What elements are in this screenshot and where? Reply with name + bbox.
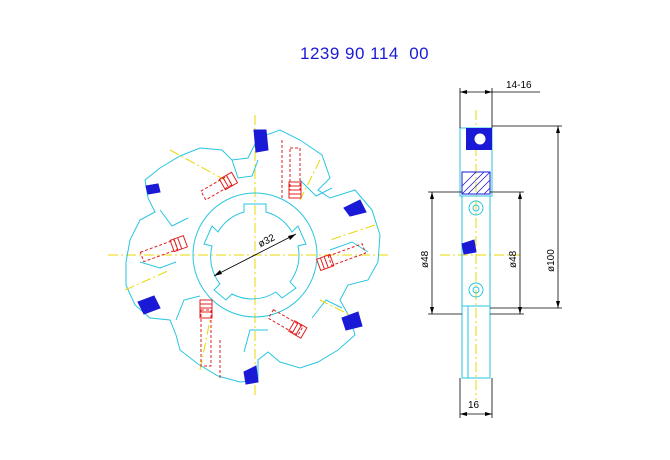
- arrow-head: [460, 412, 467, 416]
- arrow-head: [485, 90, 492, 94]
- pocket-outline-1: [231, 159, 259, 179]
- screw-5: [199, 299, 213, 367]
- hub-left-label: ø48: [420, 250, 431, 268]
- arrow-head: [430, 192, 434, 199]
- lower-side-body: [461, 305, 491, 379]
- side-insert-mid: [461, 239, 477, 255]
- side-screw-lower: [468, 282, 484, 298]
- pocket-outline-6: [175, 295, 201, 321]
- arrow-head: [518, 307, 522, 314]
- arrow-head: [288, 234, 296, 240]
- guide-line: [299, 159, 321, 201]
- side-screw-lower-inner: [472, 286, 480, 294]
- insert-2: [343, 199, 367, 217]
- insert-3: [341, 311, 363, 331]
- side-screw-upper: [468, 200, 484, 216]
- outer-diameter-label: ø100: [546, 249, 557, 272]
- guide-line: [329, 224, 376, 241]
- insert-5: [137, 295, 161, 315]
- guide-line: [199, 319, 211, 371]
- arrow-head: [556, 126, 560, 133]
- screw-6: [139, 234, 189, 263]
- insert-1: [253, 129, 269, 153]
- pocket-outline-4: [311, 299, 343, 319]
- arrow-head: [214, 270, 222, 276]
- bore-dimension-label: ø32: [257, 232, 278, 250]
- pocket-outline-2: [299, 179, 333, 197]
- arrow-head: [460, 90, 467, 94]
- guide-line: [169, 149, 226, 181]
- guide-line: [124, 269, 171, 291]
- arrow-head: [485, 412, 492, 416]
- screw-2: [200, 171, 239, 201]
- front-view: ø32: [108, 115, 388, 395]
- hatching: [461, 171, 491, 195]
- arrow-head: [430, 307, 434, 314]
- side-insert-screw-icon: [473, 132, 487, 146]
- hub-right-label: ø48: [508, 250, 519, 268]
- width-top-label: 14-16: [506, 80, 532, 91]
- hub-circle: [192, 192, 318, 318]
- pocket-outline-3: [329, 241, 369, 253]
- bore-dimension-line: [213, 233, 297, 277]
- bore-with-keyways: [203, 203, 307, 301]
- screw-3: [315, 243, 367, 272]
- pocket-outline-8: [159, 209, 189, 227]
- screw-1: [288, 147, 302, 199]
- side-screw-upper-inner: [472, 204, 480, 212]
- screw-4: [267, 308, 308, 339]
- part-number-title: 1239 90 114 00: [300, 44, 430, 63]
- insert-6: [145, 183, 161, 195]
- arrow-head: [518, 192, 522, 199]
- arrow-head: [556, 301, 560, 308]
- side-view: 14-16 16 ø48 ø48 ø100: [420, 80, 562, 418]
- width-bottom-label: 16: [468, 400, 480, 411]
- pocket-outline-5: [243, 329, 268, 353]
- insert-4: [243, 365, 259, 385]
- pocket-outline-7: [139, 261, 177, 269]
